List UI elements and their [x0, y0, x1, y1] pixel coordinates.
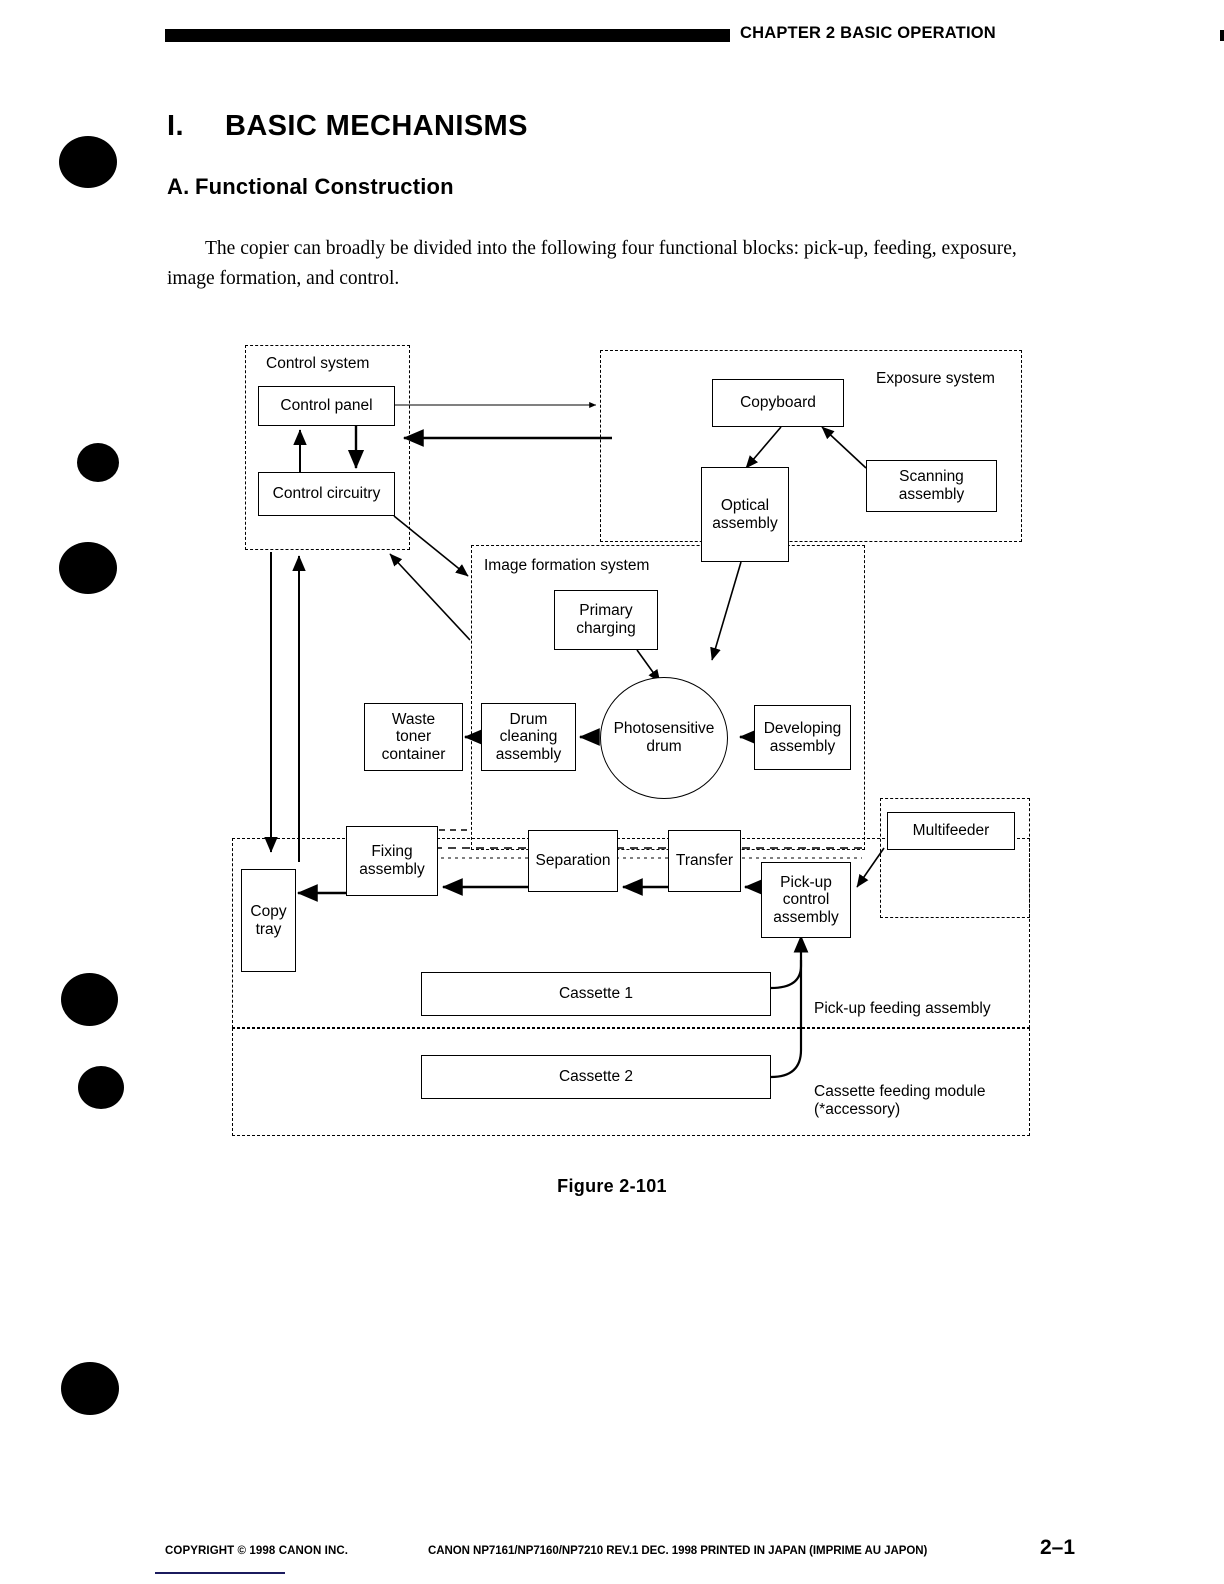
pickup-control-line-2: control [782, 891, 830, 909]
footer-page-number: 2–1 [1040, 1536, 1076, 1559]
drum-line-1: Photosensitive [613, 720, 715, 738]
drum-line-2: drum [646, 738, 682, 755]
block-fixing-assembly[interactable]: Fixing assembly [346, 826, 438, 896]
primary-charging-line-1: Primary [579, 602, 633, 620]
footer-model-line: CANON NP7161/NP7160/NP7210 REV.1 DEC. 19… [428, 1545, 928, 1557]
waste-toner-line-2: toner [395, 728, 432, 746]
group-label-cassette-feeding-module: Cassette feeding module (*accessory) [814, 1083, 985, 1119]
optical-assembly-line-2: assembly [712, 514, 778, 532]
group-label-image-formation-system: Image formation system [484, 557, 650, 574]
block-scanning-assembly[interactable]: Scanning assembly [866, 460, 997, 512]
header-rule-bar [165, 29, 730, 42]
binder-hole-mark-4 [61, 973, 118, 1026]
waste-toner-line-3: container [381, 745, 446, 763]
block-transfer[interactable]: Transfer [668, 830, 741, 892]
figure-caption: Figure 2-101 [557, 1176, 667, 1196]
block-cassette-2[interactable]: Cassette 2 [421, 1055, 771, 1099]
binder-hole-mark-5 [78, 1066, 124, 1109]
footer-rule [155, 1572, 285, 1574]
subsection-label: Functional Construction [195, 174, 454, 199]
group-region-pickup-feeding-assembly [232, 838, 1030, 1028]
binder-hole-mark-1 [59, 136, 117, 188]
block-primary-charging[interactable]: Primary charging [554, 590, 658, 650]
block-separation[interactable]: Separation [528, 830, 618, 892]
pickup-control-line-1: Pick-up [780, 873, 832, 891]
group-label-control-system: Control system [266, 355, 370, 372]
block-control-circuitry[interactable]: Control circuitry [258, 472, 395, 516]
group-region-exposure-system [600, 350, 1022, 542]
drum-cleaning-line-1: Drum [509, 710, 548, 728]
block-developing-assembly[interactable]: Developing assembly [754, 705, 851, 770]
block-optical-assembly[interactable]: Optical assembly [701, 467, 789, 562]
section-title: BASIC MECHANISMS [225, 110, 528, 142]
scanning-assembly-line-1: Scanning [899, 468, 964, 486]
group-label-exposure-system: Exposure system [876, 370, 995, 387]
binder-hole-mark-2 [77, 443, 119, 482]
drum-cleaning-line-2: cleaning [499, 728, 558, 746]
pickup-control-line-3: assembly [773, 908, 839, 926]
footer-copyright: COPYRIGHT © 1998 CANON INC. [165, 1545, 349, 1557]
copy-tray-line-2: tray [255, 920, 282, 938]
block-drum-cleaning-assembly[interactable]: Drum cleaning assembly [481, 703, 576, 771]
block-copy-tray[interactable]: Copy tray [241, 869, 296, 972]
block-multifeeder[interactable]: Multifeeder [887, 812, 1015, 850]
block-photosensitive-drum[interactable]: Photosensitive drum [600, 677, 728, 799]
page-title: I. BASIC MECHANISMS [167, 110, 528, 143]
fixing-assembly-line-2: assembly [359, 861, 425, 878]
scanning-assembly-line-2: assembly [898, 486, 965, 503]
group-region-multifeeder [880, 798, 1030, 918]
block-cassette-1[interactable]: Cassette 1 [421, 972, 771, 1016]
chapter-title: CHAPTER 2 BASIC OPERATION [740, 24, 996, 42]
primary-charging-line-2: charging [576, 620, 636, 637]
copy-tray-line-1: Copy [250, 902, 287, 920]
subsection-title: A.Functional Construction [167, 174, 454, 200]
section-number: I. [167, 110, 184, 142]
block-waste-toner-container[interactable]: Waste toner container [364, 703, 463, 771]
group-region-cassette-feeding-module [232, 1028, 1030, 1136]
cassette-module-line-2: (*accessory) [814, 1100, 901, 1118]
block-control-panel[interactable]: Control panel [258, 386, 395, 426]
developing-assembly-line-2: assembly [769, 737, 836, 755]
binder-hole-mark-6 [61, 1362, 119, 1415]
block-copyboard[interactable]: Copyboard [712, 379, 844, 427]
group-label-pickup-feeding-assembly: Pick-up feeding assembly [814, 1000, 991, 1017]
drum-cleaning-line-3: assembly [495, 745, 562, 763]
subsection-number: A. [167, 174, 190, 199]
binder-hole-mark-3 [59, 542, 117, 594]
group-region-control-system [245, 345, 410, 550]
header-end-square [1220, 30, 1224, 41]
cassette-module-line-1: Cassette feeding module [814, 1083, 986, 1100]
waste-toner-line-1: Waste [391, 710, 436, 728]
developing-assembly-line-1: Developing [763, 719, 842, 737]
fixing-assembly-line-1: Fixing [371, 843, 413, 861]
optical-assembly-line-1: Optical [720, 496, 770, 514]
body-text: The copier can broadly be divided into t… [167, 238, 1017, 290]
block-pickup-control-assembly[interactable]: Pick-up control assembly [761, 862, 851, 938]
page-header: CHAPTER 2 BASIC OPERATION [165, 24, 1224, 46]
body-paragraph: The copier can broadly be divided into t… [167, 234, 1027, 294]
